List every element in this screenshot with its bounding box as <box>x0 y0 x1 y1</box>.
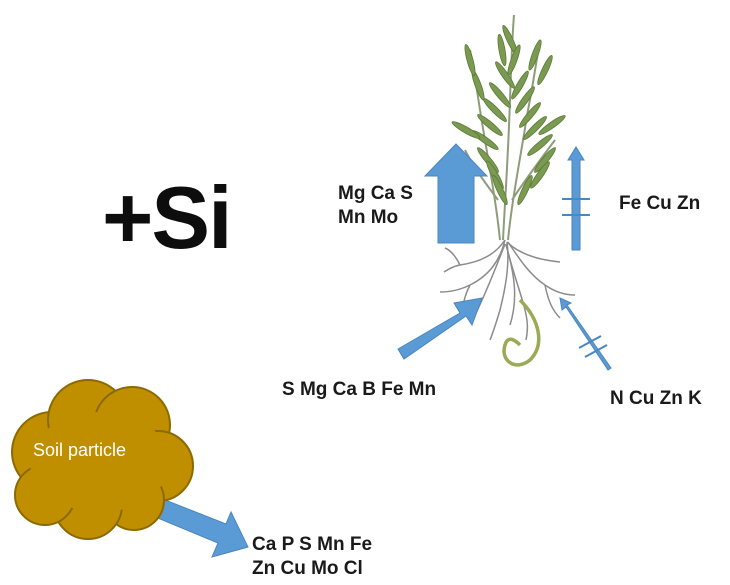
leaf <box>523 116 547 140</box>
leaf <box>537 55 553 85</box>
soil-release-line-2: Zn Cu Mo Cl <box>252 558 363 579</box>
leaf <box>527 134 553 156</box>
block-mark <box>578 335 602 349</box>
leaf <box>519 102 541 128</box>
treatment-label: +Si <box>102 168 233 267</box>
primary-root <box>502 298 541 367</box>
leaf <box>497 33 507 67</box>
leaf <box>495 61 515 89</box>
leaf <box>492 175 508 205</box>
leaf <box>464 44 476 76</box>
root-decrease-label: N Cu Zn K <box>610 388 702 409</box>
plant-stems <box>464 14 556 241</box>
leaf <box>530 161 550 189</box>
arrows <box>147 143 612 558</box>
soil-particle-label: Soil particle <box>33 440 127 460</box>
leaf <box>517 175 533 205</box>
shoot-increase-arrow <box>423 143 489 244</box>
root-increase-arrow <box>397 297 483 360</box>
leaf <box>515 86 535 114</box>
root-decrease-arrow <box>559 297 612 371</box>
block-marks <box>562 198 608 358</box>
root-increase-label: S Mg Ca B Fe Mn <box>282 379 437 400</box>
leaf <box>528 39 542 71</box>
plant-roots <box>439 239 576 341</box>
plant-leaves <box>451 25 566 205</box>
soil-release-label: Ca P S Mn Fe Zn Cu Mo Cl <box>252 533 372 581</box>
block-mark <box>584 344 608 358</box>
shoot-increase-line-2: Mn Mo <box>338 207 399 228</box>
shoot-increase-label: Mg Ca S Mn Mo <box>338 182 413 230</box>
leaf <box>451 121 481 139</box>
soil-release-line-1: Ca P S Mn Fe <box>252 534 373 555</box>
plant-illustration <box>439 14 576 367</box>
shoot-increase-line-1: Mg Ca S <box>338 183 413 204</box>
leaf <box>511 70 529 100</box>
leaf <box>477 114 503 136</box>
shoot-decrease-label: Fe Cu Zn <box>619 193 701 214</box>
soil-particle <box>11 379 194 540</box>
leaf <box>538 115 566 135</box>
leaf <box>489 82 511 108</box>
